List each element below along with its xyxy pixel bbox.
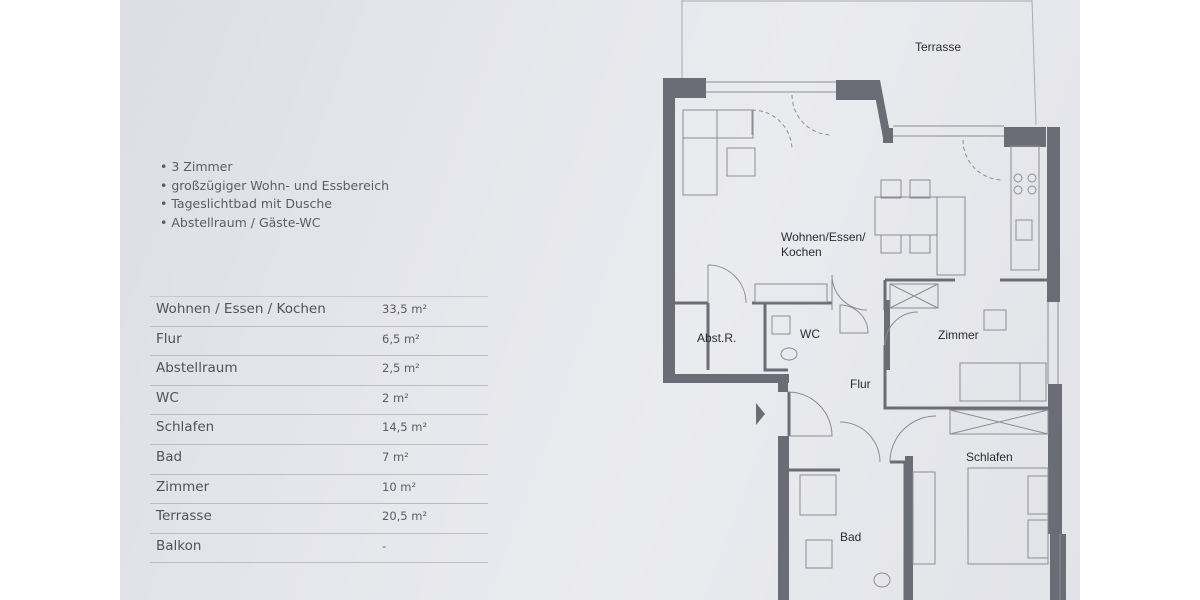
table-row: Schlafen 14,5 m² (150, 415, 488, 445)
area-value: 2 m² (382, 390, 409, 405)
area-value: 20,5 m² (382, 509, 428, 524)
area-name: WC (156, 389, 179, 406)
terrace-outline (681, 0, 1037, 126)
table-row: Balkon - (150, 534, 488, 564)
area-value: 7 m² (382, 449, 409, 464)
area-value: 6,5 m² (382, 331, 420, 346)
area-value: 2,5 m² (382, 361, 420, 376)
feature-item: Abstellraum / Gäste-WC (160, 214, 389, 233)
floor-plan: Terrasse Wohnen/Essen/ Kochen Abst.R. WC… (663, 0, 1066, 600)
table-row: Zimmer 10 m² (150, 475, 488, 505)
area-table: Wohnen / Essen / Kochen 33,5 m² Flur 6,5 m… (150, 296, 488, 564)
terrace-label: Terrasse (915, 40, 961, 54)
wc-label: WC (800, 327, 820, 341)
living-label-line2: Kochen (781, 245, 822, 259)
brochure-page: 3 Zimmer großzügiger Wohn- und Essbereic… (120, 0, 1080, 600)
table-row: WC 2 m² (150, 386, 488, 416)
bedroom-label: Schlafen (966, 450, 1013, 464)
area-value: 14,5 m² (382, 420, 428, 435)
area-name: Terrasse (156, 508, 212, 525)
area-value: 10 m² (382, 479, 417, 494)
area-name: Zimmer (156, 478, 210, 495)
room-label: Zimmer (938, 328, 979, 342)
area-name: Flur (156, 330, 182, 347)
living-label-line1: Wohnen/Essen/ (781, 230, 866, 244)
area-name: Abstellraum (156, 360, 238, 377)
hall-label: Flur (850, 377, 871, 391)
feature-item: 3 Zimmer (160, 158, 389, 177)
furniture (682, 109, 1049, 588)
table-row: Bad 7 m² (150, 445, 488, 475)
area-value: - (382, 538, 387, 553)
feature-list: 3 Zimmer großzügiger Wohn- und Essbereic… (160, 158, 389, 232)
area-value: 33,5 m² (382, 302, 428, 316)
table-row: Flur 6,5 m² (150, 327, 488, 357)
area-name: Wohnen / Essen / Kochen (156, 301, 326, 317)
interior-walls (675, 278, 1050, 600)
table-row: Wohnen / Essen / Kochen 33,5 m² (150, 296, 488, 327)
walls (663, 78, 1066, 600)
table-row: Terrasse 20,5 m² (150, 504, 488, 534)
doors (707, 94, 1004, 463)
area-name: Balkon (156, 537, 202, 554)
area-name: Bad (156, 448, 183, 465)
area-name: Schlafen (156, 419, 215, 436)
feature-item: Tageslichtbad mit Dusche (160, 195, 389, 214)
table-row: Abstellraum 2,5 m² (150, 356, 488, 386)
storage-label: Abst.R. (697, 331, 736, 345)
feature-item: großzügiger Wohn- und Essbereich (160, 177, 389, 196)
window-lines (706, 81, 1061, 600)
bath-label: Bad (840, 530, 861, 544)
